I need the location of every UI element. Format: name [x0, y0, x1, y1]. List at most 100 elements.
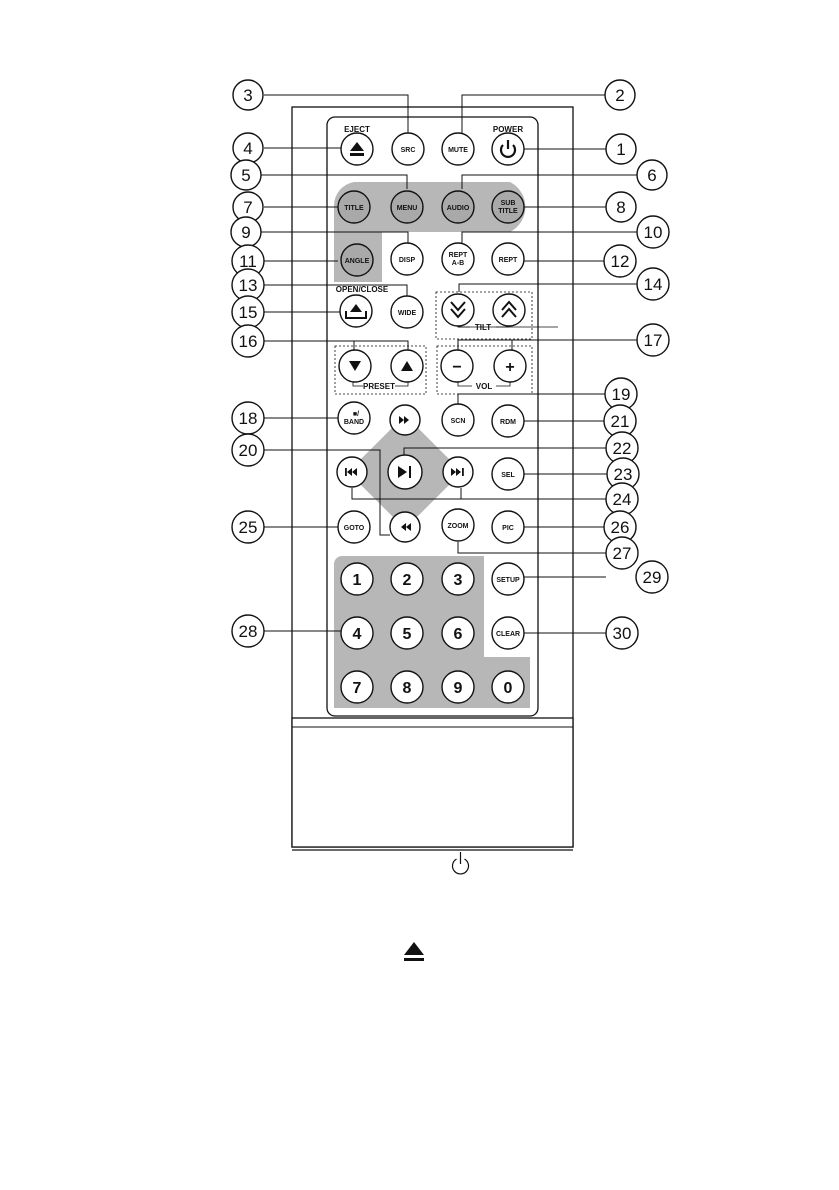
rept-ab-button[interactable]: REPT A-B	[441, 242, 475, 276]
clear-button[interactable]: CLEAR	[491, 616, 525, 650]
callout-20: 20	[231, 433, 265, 467]
svg-text:1: 1	[616, 140, 625, 159]
fast-rewind-button[interactable]	[389, 511, 421, 543]
svg-text:2: 2	[403, 572, 412, 589]
open-close-button[interactable]	[339, 294, 373, 328]
leader-lines	[261, 94, 637, 634]
svg-text:AUDIO: AUDIO	[447, 205, 470, 212]
disp-button[interactable]: DISP	[390, 242, 424, 276]
svg-text:12: 12	[611, 252, 630, 271]
svg-text:29: 29	[643, 568, 662, 587]
wide-button[interactable]: WIDE	[390, 295, 424, 329]
number-button-1[interactable]: 1	[340, 562, 374, 596]
svg-text:10: 10	[644, 223, 663, 242]
svg-text:+: +	[505, 359, 514, 376]
title-button[interactable]: TITLE	[337, 190, 371, 224]
tilt-up-button[interactable]	[492, 293, 526, 327]
callout-30: 30	[605, 616, 639, 650]
svg-text:13: 13	[239, 276, 258, 295]
setup-button[interactable]: SETUP	[491, 562, 525, 596]
callout-25: 25	[231, 510, 265, 544]
svg-text:SETUP: SETUP	[496, 577, 520, 584]
audio-button[interactable]: AUDIO	[441, 190, 475, 224]
mute-button[interactable]: MUTE	[441, 132, 475, 166]
vol-minus-button[interactable]: −	[440, 349, 474, 383]
svg-text:21: 21	[611, 412, 630, 431]
svg-text:BAND: BAND	[344, 419, 364, 426]
svg-text:WIDE: WIDE	[398, 310, 417, 317]
play-pause-button[interactable]	[387, 454, 423, 490]
power-icon	[499, 140, 517, 158]
svg-text:24: 24	[613, 490, 632, 509]
fast-forward-button[interactable]	[389, 404, 421, 436]
svg-text:3: 3	[243, 86, 252, 105]
svg-text:MUTE: MUTE	[448, 147, 468, 154]
svg-text:REPT: REPT	[499, 257, 518, 264]
number-button-9[interactable]: 9	[441, 670, 475, 704]
number-button-3[interactable]: 3	[441, 562, 475, 596]
vol-label: VOL	[476, 382, 493, 391]
eject-button[interactable]	[340, 132, 374, 166]
svg-text:6: 6	[454, 626, 463, 643]
callout-8: 8	[605, 191, 637, 223]
next-track-icon	[451, 468, 464, 476]
tilt-down-button[interactable]	[441, 293, 475, 327]
callout-3: 3	[232, 79, 264, 111]
number-button-7[interactable]: 7	[340, 670, 374, 704]
svg-text:30: 30	[613, 624, 632, 643]
stop-band-button[interactable]: ■/ BAND	[337, 401, 371, 435]
number-button-8[interactable]: 8	[390, 670, 424, 704]
angle-button[interactable]: ANGLE	[340, 243, 374, 277]
svg-text:22: 22	[613, 439, 632, 458]
vol-plus-button[interactable]: +	[493, 349, 527, 383]
open-close-icon	[345, 304, 367, 319]
tilt-down-icon	[450, 301, 466, 319]
power-label: POWER	[493, 125, 523, 134]
svg-text:SRC: SRC	[401, 147, 416, 154]
svg-text:−: −	[452, 359, 461, 376]
preset-down-button[interactable]	[338, 349, 372, 383]
src-button[interactable]: SRC	[391, 132, 425, 166]
zoom-button[interactable]: ZOOM	[441, 508, 475, 542]
number-button-0[interactable]: 0	[491, 670, 525, 704]
subtitle-button[interactable]: SUB TITLE	[491, 190, 525, 224]
callout-16: 16	[231, 324, 265, 358]
svg-text:19: 19	[612, 385, 631, 404]
rept-button[interactable]: REPT	[491, 242, 525, 276]
number-button-5[interactable]: 5	[390, 616, 424, 650]
tilt-label: TILT	[475, 323, 491, 332]
previous-button[interactable]	[336, 456, 368, 488]
svg-text:MENU: MENU	[397, 205, 418, 212]
eject-label: EJECT	[344, 125, 370, 134]
callout-9: 9	[230, 216, 262, 248]
svg-text:3: 3	[454, 572, 463, 589]
sel-button[interactable]: SEL	[491, 457, 525, 491]
number-button-4[interactable]: 4	[340, 616, 374, 650]
svg-text:SUB: SUB	[501, 200, 516, 207]
open-close-label: OPEN/CLOSE	[336, 285, 389, 294]
svg-text:9: 9	[454, 680, 463, 697]
number-button-2[interactable]: 2	[390, 562, 424, 596]
callout-27: 27	[605, 536, 639, 570]
preset-up-button[interactable]	[390, 349, 424, 383]
down-triangle-icon	[349, 361, 361, 371]
number-button-6[interactable]: 6	[441, 616, 475, 650]
next-button[interactable]	[442, 456, 474, 488]
svg-text:4: 4	[243, 139, 252, 158]
callout-7: 7	[232, 191, 264, 223]
goto-button[interactable]: GOTO	[337, 510, 371, 544]
callout-23: 23	[606, 457, 640, 491]
callout-2: 2	[604, 79, 636, 111]
scn-button[interactable]: SCN	[441, 403, 475, 437]
callout-12: 12	[603, 244, 637, 278]
svg-text:1: 1	[353, 572, 362, 589]
svg-text:REPT: REPT	[449, 252, 468, 259]
play-pause-icon	[398, 466, 411, 478]
menu-button[interactable]: MENU	[390, 190, 424, 224]
callout-6: 6	[636, 159, 668, 191]
svg-text:RDM: RDM	[500, 419, 516, 426]
pic-button[interactable]: PIC	[491, 510, 525, 544]
power-button[interactable]	[491, 132, 525, 166]
rdm-button[interactable]: RDM	[491, 404, 525, 438]
